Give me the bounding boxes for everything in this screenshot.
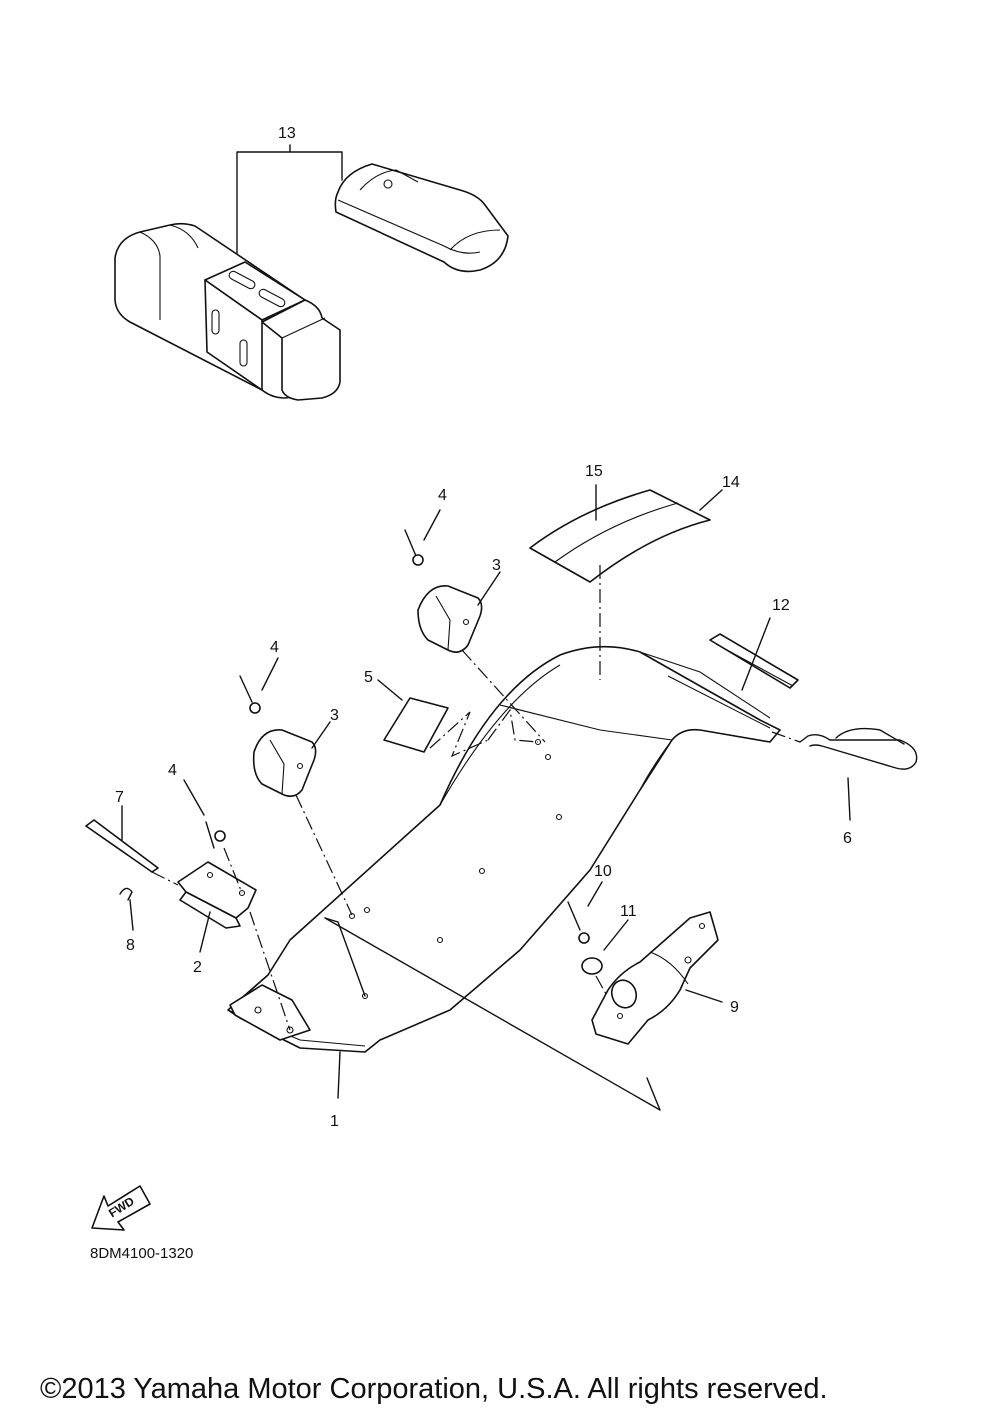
callout-3-upper: 3 xyxy=(492,557,501,574)
callout-4-upper: 4 xyxy=(438,487,447,504)
callout-11: 11 xyxy=(620,903,637,920)
part-8-clip: 8 xyxy=(119,887,135,954)
part-4-rivet-middle: 4 xyxy=(239,639,279,714)
part-11-washer: 11 xyxy=(581,903,637,1013)
copyright-notice: ©2013 Yamaha Motor Corporation, U.S.A. A… xyxy=(40,1373,828,1405)
callout-2: 2 xyxy=(193,959,202,976)
part-7-pin: 7 xyxy=(85,789,179,886)
part-13-case-and-cover: 13 xyxy=(114,125,509,401)
callout-3-middle: 3 xyxy=(330,707,339,724)
callout-15: 15 xyxy=(585,463,603,480)
callout-1: 1 xyxy=(330,1113,339,1130)
callout-5: 5 xyxy=(364,669,373,686)
part-10-rivet: 10 xyxy=(567,863,612,944)
callout-9: 9 xyxy=(730,999,739,1016)
part-9-holder: 9 xyxy=(591,911,739,1045)
part-12-strip: 12 xyxy=(709,597,799,691)
callout-4-lower: 4 xyxy=(168,762,177,779)
callout-12: 12 xyxy=(772,597,790,614)
fwd-arrow-icon: FWD xyxy=(91,1185,151,1231)
part-1-tray: 1 xyxy=(227,645,781,1130)
part-4-rivet-lower: 4 xyxy=(168,762,226,849)
callout-13: 13 xyxy=(278,125,296,142)
callout-7: 7 xyxy=(115,789,124,806)
part-6-hook: 6 xyxy=(771,727,918,847)
callout-8: 8 xyxy=(126,937,135,954)
callout-6: 6 xyxy=(843,830,852,847)
part-3-clip-upper: 3 xyxy=(417,557,546,743)
part-3-clip-middle: 3 xyxy=(252,707,353,916)
part-5-label: 5 xyxy=(364,669,539,758)
diagram-code: 8DM4100-1320 xyxy=(90,1245,193,1262)
part-4-rivet-upper: 4 xyxy=(404,487,447,566)
part-2-hinge: 2 xyxy=(177,847,291,1031)
callout-14: 14 xyxy=(722,474,740,491)
part-14-15-decal: 15 14 xyxy=(529,463,740,680)
callout-10: 10 xyxy=(594,863,612,880)
callout-4-middle: 4 xyxy=(270,639,279,656)
